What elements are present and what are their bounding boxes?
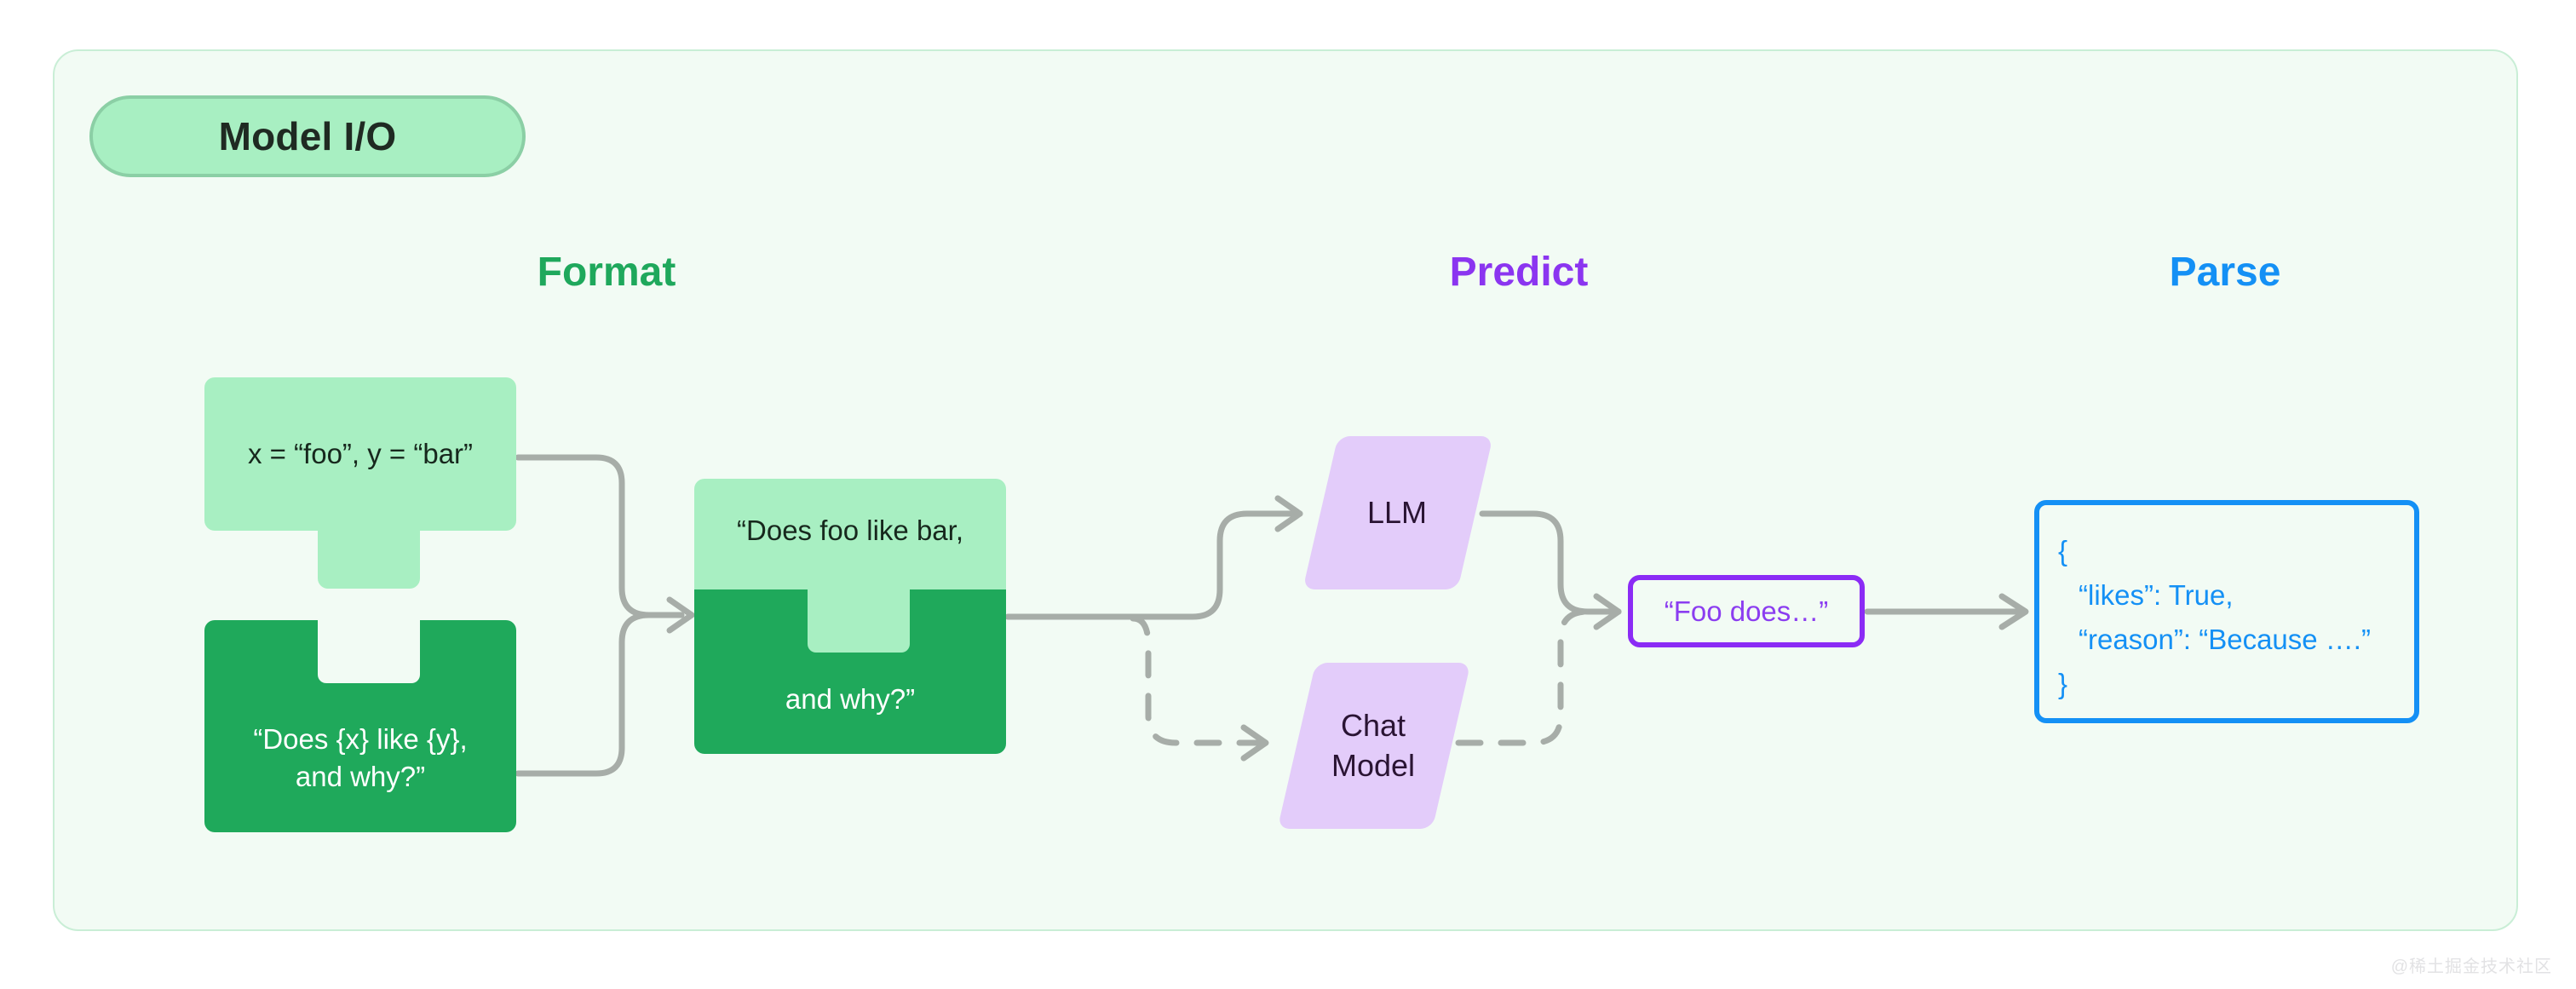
panel-title-badge: Model I/O <box>89 95 526 177</box>
merged-block-label-bottom: and why?” <box>785 683 916 715</box>
parsed-json-box: { “likes”: True, “reason”: “Because ….” … <box>2034 500 2419 723</box>
model-output-box: “Foo does…” <box>1628 575 1865 647</box>
format-template-block: “Does {x} like {y}, and why?” <box>204 618 516 832</box>
json-line-reason: “reason”: “Because ….” <box>2079 624 2371 656</box>
chat-model-node-label: Chat Model <box>1331 707 1416 783</box>
values-block-label: x = “foo”, y = “bar” <box>247 438 474 469</box>
template-block-notch <box>318 618 420 683</box>
format-merged-block: “Does foo like bar, and why?” <box>694 479 1006 754</box>
watermark-text: @稀土掘金技术社区 <box>2390 957 2552 976</box>
merged-block-top <box>694 479 1006 589</box>
stage-heading-predict: Predict <box>1449 250 1589 295</box>
llm-node-label: LLM <box>1366 494 1428 530</box>
merged-block-notch <box>808 588 910 653</box>
stage-heading-format: Format <box>537 250 676 295</box>
merged-block-label-top: “Does foo like bar, <box>737 515 963 546</box>
template-block-label: “Does {x} like {y}, and why?” <box>253 723 468 792</box>
json-line-close: } <box>2058 668 2068 700</box>
json-line-likes: “likes”: True, <box>2079 579 2234 612</box>
format-values-block: x = “foo”, y = “bar” <box>204 377 516 590</box>
values-block-tab <box>318 514 420 589</box>
stage-heading-parse: Parse <box>2169 250 2281 295</box>
values-block-body <box>204 377 516 531</box>
panel-title-label: Model I/O <box>218 114 397 158</box>
json-line-open: { <box>2058 535 2068 566</box>
model-output-label: “Foo does…” <box>1664 595 1829 627</box>
